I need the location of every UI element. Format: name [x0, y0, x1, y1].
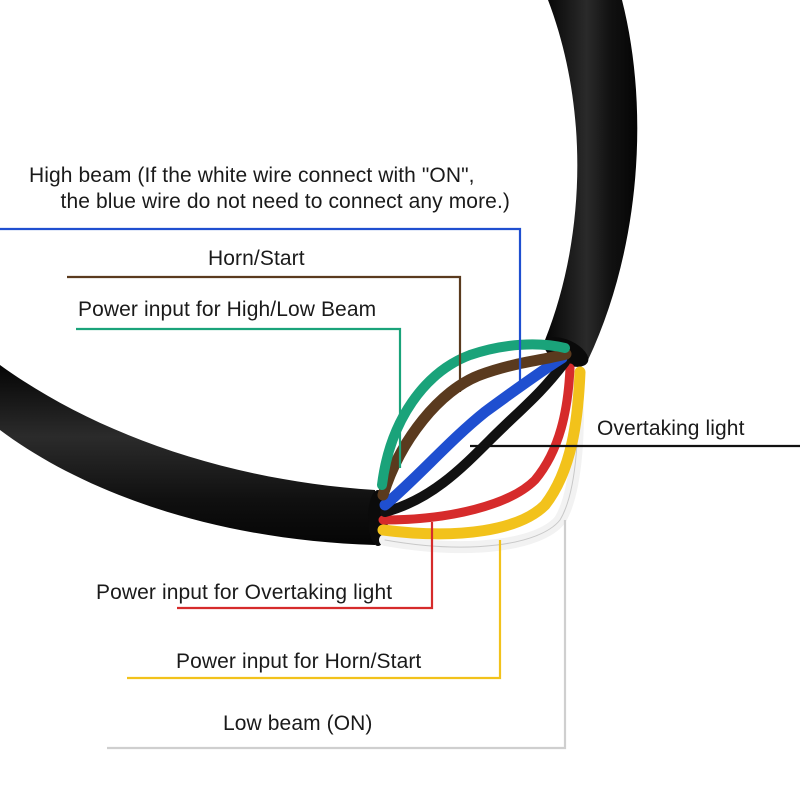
wire-yellow [377, 366, 586, 540]
label-low-beam: Low beam (ON) [223, 712, 373, 735]
cable-jacket-left [0, 365, 375, 545]
label-high-beam: High beam (If the white wire connect wit… [29, 163, 529, 215]
wire-blue [379, 352, 568, 511]
leader-yellow [127, 540, 502, 680]
wire-red [378, 363, 575, 525]
label-overtaking-light: Overtaking light [597, 417, 745, 440]
wire-brown [377, 348, 572, 501]
label-high-beam-line2: the blue wire do not need to connect any… [60, 190, 510, 213]
leader-red [177, 522, 434, 610]
label-power-horn-start: Power input for Horn/Start [176, 650, 422, 673]
wire-black [380, 357, 570, 517]
wire-bundle [377, 339, 586, 553]
leader-white [107, 520, 567, 750]
label-power-overtaking-light: Power input for Overtaking light [96, 581, 393, 604]
leader-blue [0, 227, 522, 385]
label-horn-start: Horn/Start [208, 247, 305, 270]
leader-lines [0, 227, 800, 750]
leader-brown [67, 275, 462, 392]
leader-green [76, 327, 402, 468]
label-high-beam-line1: High beam (If the white wire connect wit… [29, 164, 475, 187]
cable-jacket-right [545, 0, 638, 360]
label-power-high-low-beam: Power input for High/Low Beam [78, 298, 377, 321]
